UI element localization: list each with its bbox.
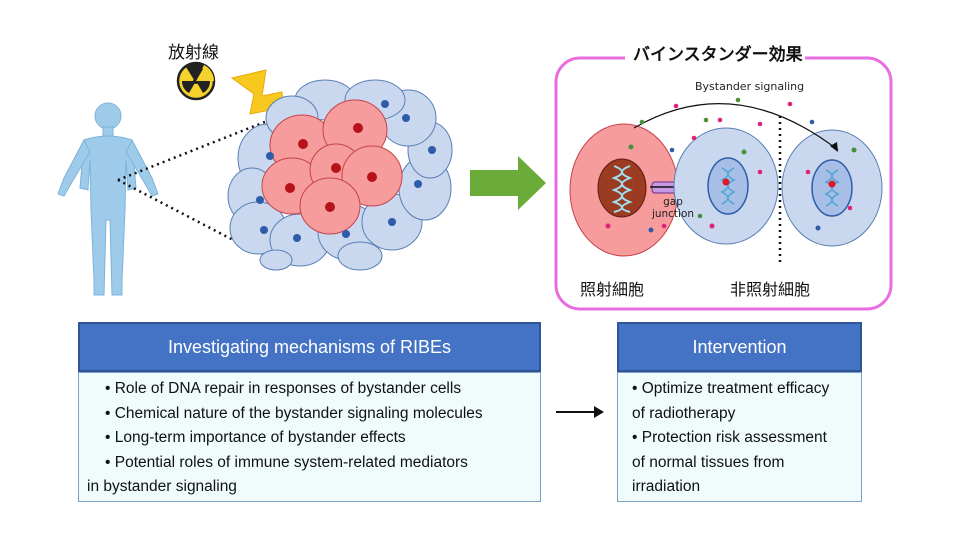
non-irradiated-cell-label: 非照射細胞 bbox=[730, 280, 811, 299]
black-right-arrow-icon bbox=[556, 406, 604, 418]
intervention-panel-title: Intervention bbox=[617, 322, 862, 372]
ribe-panel-body: Role of DNA repair in responses of bysta… bbox=[78, 372, 541, 502]
bystander-signaling-label: Bystander signaling bbox=[695, 80, 805, 93]
ribe-item-4: Potential roles of immune system-related… bbox=[105, 451, 540, 476]
bystander-cell-adjacent bbox=[673, 127, 779, 245]
gap-junction-label-line2: junction bbox=[651, 208, 695, 220]
intervention-item-1: Optimize treatment efficacy bbox=[632, 377, 861, 402]
irradiated-cell-label: 照射細胞 bbox=[580, 280, 645, 299]
gap-junction-label-line1: gap bbox=[663, 196, 683, 208]
intervention-item-2: Protection risk assessment bbox=[632, 426, 861, 451]
cell-cluster bbox=[227, 79, 453, 271]
ribe-item-2: Chemical nature of the bystander signali… bbox=[105, 402, 540, 427]
irradiated-cell bbox=[569, 123, 679, 257]
human-figure-icon bbox=[57, 102, 159, 296]
signaling-arrow bbox=[633, 103, 839, 151]
intervention-panel-body: Optimize treatment efficacy of radiother… bbox=[617, 372, 862, 502]
ribe-item-3: Long-term importance of bystander effect… bbox=[105, 426, 540, 451]
bystander-effect-title: バインスタンダー効果 bbox=[633, 45, 803, 65]
intervention-item-2-cont: of normal tissues from bbox=[632, 453, 785, 471]
ribe-item-1: Role of DNA repair in responses of bysta… bbox=[105, 377, 540, 402]
radiation-hazard-icon bbox=[176, 61, 216, 101]
radiation-label: 放射線 bbox=[168, 43, 219, 63]
signaling-molecules bbox=[639, 97, 853, 229]
green-right-arrow-icon bbox=[470, 156, 546, 210]
ribe-item-4-continuation: in bystander signaling bbox=[87, 478, 237, 495]
gap-junction-label: gap junction bbox=[648, 196, 698, 220]
bystander-cell-distant bbox=[781, 129, 883, 247]
intervention-item-2-cont2: irradiation bbox=[632, 478, 701, 495]
ribe-panel-title: Investigating mechanisms of RIBEs bbox=[78, 322, 541, 372]
intervention-item-1-cont: of radiotherapy bbox=[632, 404, 736, 422]
zoom-lines bbox=[117, 110, 291, 257]
